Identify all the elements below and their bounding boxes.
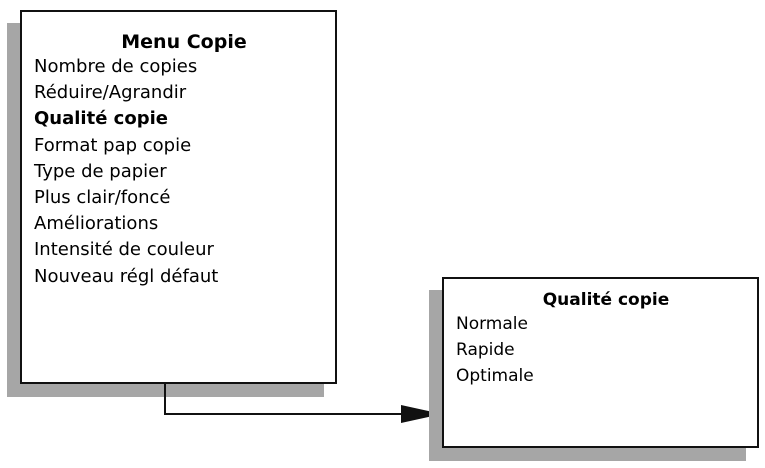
quality-submenu-panel: Qualité copie Normale Rapide Optimale: [442, 277, 759, 448]
menu-item-nouveau-regl-defaut[interactable]: Nouveau régl défaut: [34, 265, 219, 287]
menu-item-plus-clair-fonce[interactable]: Plus clair/foncé: [34, 187, 171, 209]
menu-item-ameliorations[interactable]: Améliorations: [34, 213, 159, 235]
copy-menu-title: Menu Copie: [121, 31, 247, 53]
menu-item-nombre-de-copies[interactable]: Nombre de copies: [34, 56, 198, 77]
submenu-item-optimale[interactable]: Optimale: [456, 366, 534, 386]
submenu-item-normale[interactable]: Normale: [456, 314, 528, 334]
connector-line: [164, 384, 408, 415]
submenu-item-rapide[interactable]: Rapide: [456, 340, 515, 360]
menu-item-qualite-copie[interactable]: Qualité copie: [34, 108, 168, 130]
menu-item-reduire-agrandir[interactable]: Réduire/Agrandir: [34, 82, 187, 104]
quality-submenu-title: Qualité copie: [542, 290, 670, 310]
menu-item-type-de-papier[interactable]: Type de papier: [34, 160, 167, 182]
copy-menu-panel: Menu Copie Nombre de copies Réduire/Agra…: [20, 10, 337, 384]
menu-item-intensite-de-couleur[interactable]: Intensité de couleur: [34, 239, 214, 261]
menu-item-format-pap-copie[interactable]: Format pap copie: [34, 134, 192, 156]
arrow-head-icon: [401, 405, 442, 423]
